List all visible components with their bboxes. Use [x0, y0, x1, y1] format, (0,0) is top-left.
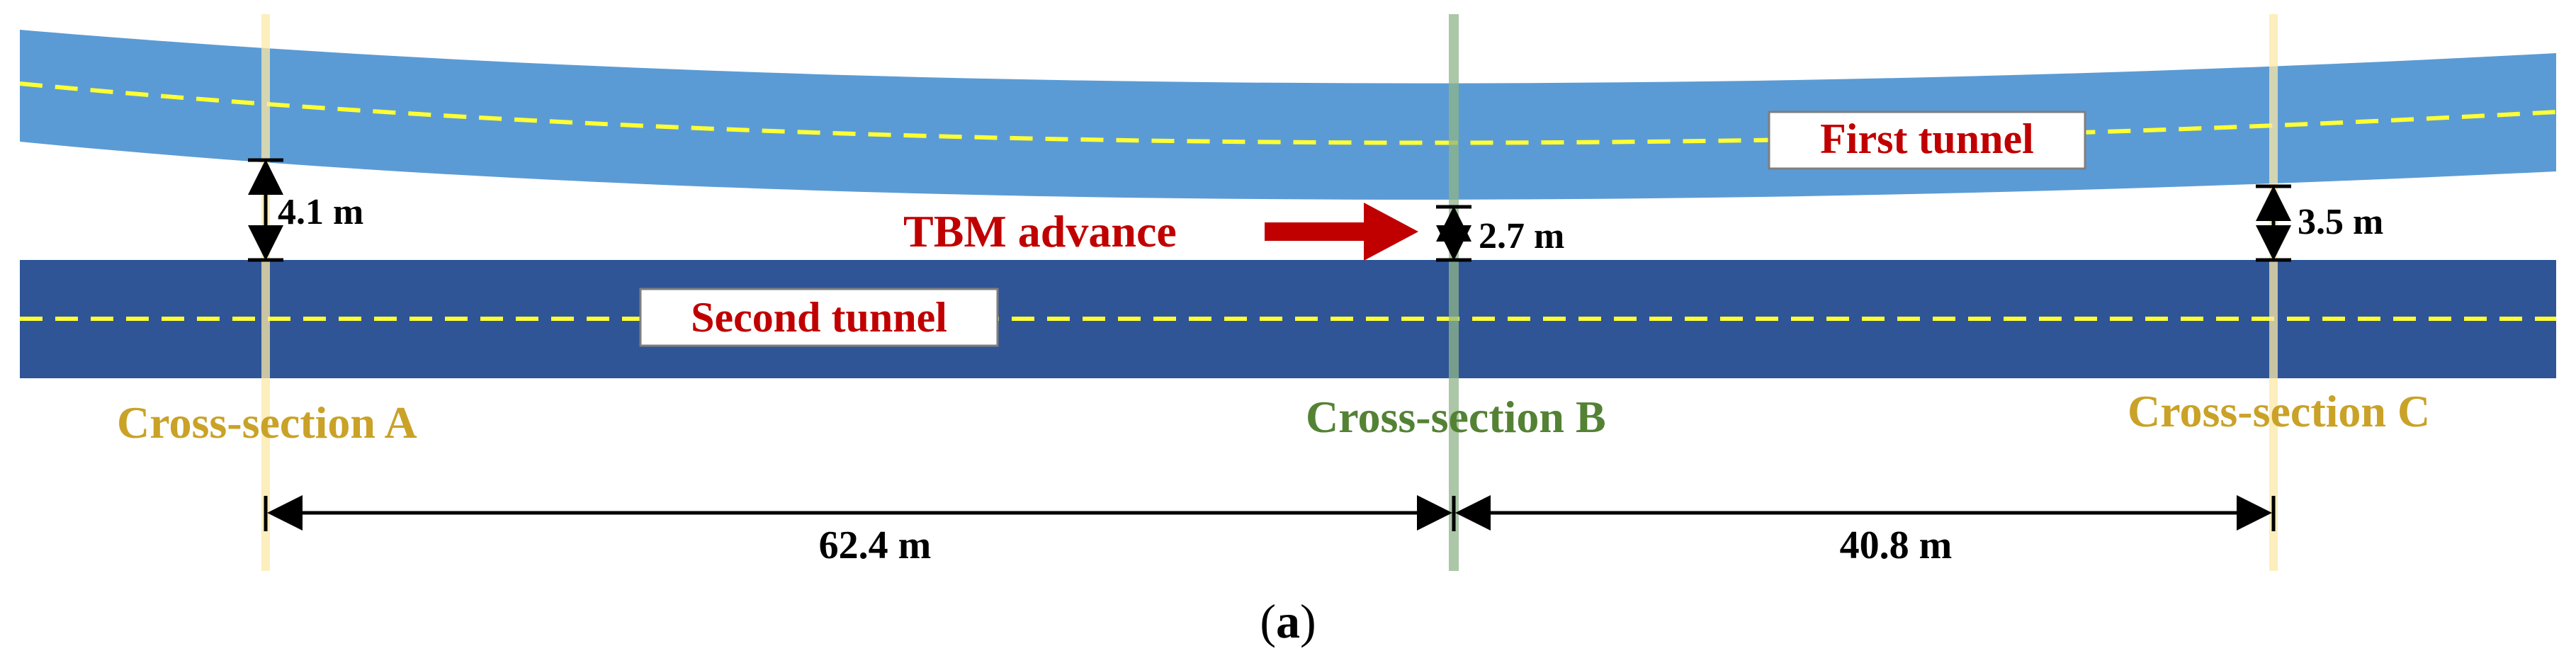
- second-tunnel-label-box: [639, 288, 999, 347]
- first-tunnel-band: [20, 30, 2556, 200]
- cross-section-c-label: Cross-section C: [2128, 386, 2430, 436]
- cross-section-a-label: Cross-section A: [117, 397, 417, 448]
- clearance-a: 4.1 m: [248, 158, 363, 262]
- tbm-advance-arrow: [1265, 203, 1418, 261]
- first-tunnel-label: First tunnel: [1820, 115, 2034, 162]
- clearance-b-label: 2.7 m: [1479, 216, 1564, 256]
- span-b-c: 40.8 m: [1452, 495, 2276, 567]
- caption-letter: a: [1276, 594, 1300, 648]
- tbm-advance-label: TBM advance: [903, 206, 1177, 256]
- clearance-a-label: 4.1 m: [278, 192, 363, 232]
- first-tunnel-centerline: [19, 81, 2557, 145]
- second-tunnel-label: Second tunnel: [691, 294, 947, 341]
- span-a-b-label: 62.4 m: [819, 523, 932, 567]
- span-a-b: 62.4 m: [264, 495, 1452, 567]
- figure-caption: (a): [1260, 594, 1316, 648]
- second-tunnel-band: [20, 260, 2556, 378]
- cross-section-b-label: Cross-section B: [1306, 392, 1606, 442]
- span-b-c-label: 40.8 m: [1840, 523, 1953, 567]
- clearance-c: 3.5 m: [2256, 184, 2383, 262]
- clearance-b: 2.7 m: [1436, 205, 1564, 262]
- first-tunnel-label-box: [1768, 110, 2086, 170]
- clearance-c-label: 3.5 m: [2298, 202, 2383, 242]
